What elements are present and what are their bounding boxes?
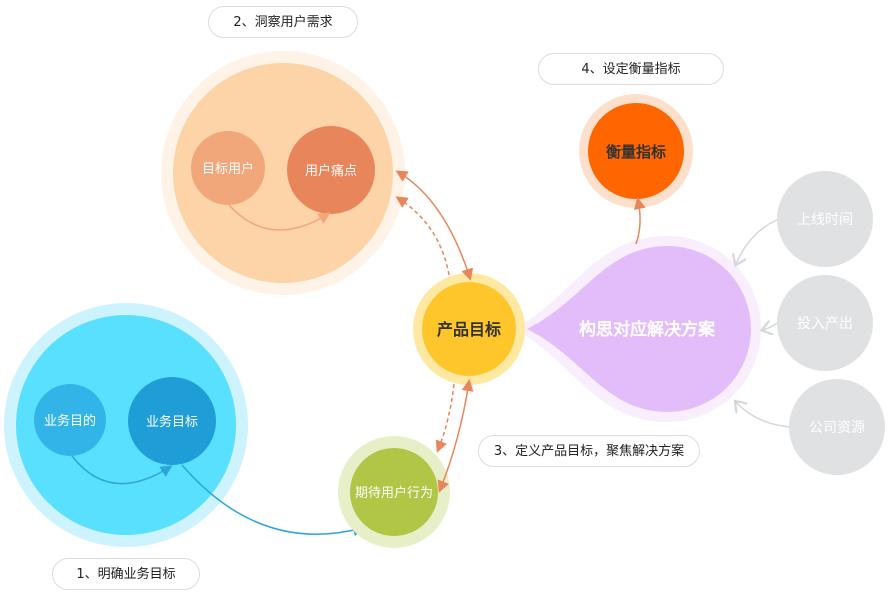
step-2-label: 2、洞察用户需求	[208, 6, 358, 38]
arrow-goal-to-behavior	[181, 464, 365, 537]
svg-text:构思对应解决方案: 构思对应解决方案	[579, 319, 716, 340]
arrow-purpose-to-goal	[71, 455, 173, 485]
arrow-product-to-behavior	[437, 379, 474, 493]
arrow-pain-to-product	[395, 170, 473, 281]
node-launch-time[interactable]: 上线时间	[777, 171, 873, 267]
svg-text:产品目标: 产品目标	[437, 320, 501, 339]
step-4-label: 4、设定衡量指标	[538, 53, 724, 85]
step-3-label: 3、定义产品目标，聚焦解决方案	[478, 435, 700, 467]
arrow-roi-to-solution	[763, 323, 778, 330]
arrow-launch-to-solution	[736, 219, 778, 264]
node-target-user[interactable]: 目标用户	[191, 131, 265, 205]
svg-text:投入产出: 投入产出	[797, 316, 853, 332]
arrow-product-to-pain-dashed	[395, 196, 450, 276]
svg-text:目标用户: 目标用户	[202, 161, 254, 177]
svg-text:衡量指标: 衡量指标	[606, 143, 666, 161]
node-roi[interactable]: 投入产出	[777, 275, 873, 371]
arrow-target-to-pain	[228, 204, 331, 231]
arrow-resources-to-solution	[736, 402, 790, 428]
svg-text:业务目标: 业务目标	[146, 414, 198, 430]
user-insight-cluster: 目标用户 用户痛点	[161, 51, 405, 295]
svg-text:上线时间: 上线时间	[797, 212, 853, 228]
node-user-pain[interactable]: 用户痛点	[287, 126, 375, 214]
node-business-goal[interactable]: 业务目标	[128, 377, 216, 465]
svg-text:业务目的: 业务目的	[44, 413, 96, 429]
svg-text:公司资源: 公司资源	[809, 420, 865, 436]
step-1-label: 1、明确业务目标	[52, 558, 200, 590]
node-solution[interactable]: 构思对应解决方案	[515, 236, 761, 422]
node-business-purpose[interactable]: 业务目的	[34, 384, 106, 456]
node-expected-behavior[interactable]: 期待用户行为	[338, 436, 450, 548]
node-metrics[interactable]: 衡量指标	[579, 94, 693, 208]
svg-text:用户痛点: 用户痛点	[305, 163, 357, 179]
node-company-resources[interactable]: 公司资源	[789, 379, 885, 475]
arrow-product-to-behavior-dashed	[435, 383, 455, 453]
node-product-goal[interactable]: 产品目标	[413, 273, 525, 385]
svg-text:期待用户行为: 期待用户行为	[355, 485, 433, 501]
arrow-solution-to-metrics	[633, 197, 646, 245]
business-cluster: 业务目的 业务目标	[4, 303, 248, 547]
